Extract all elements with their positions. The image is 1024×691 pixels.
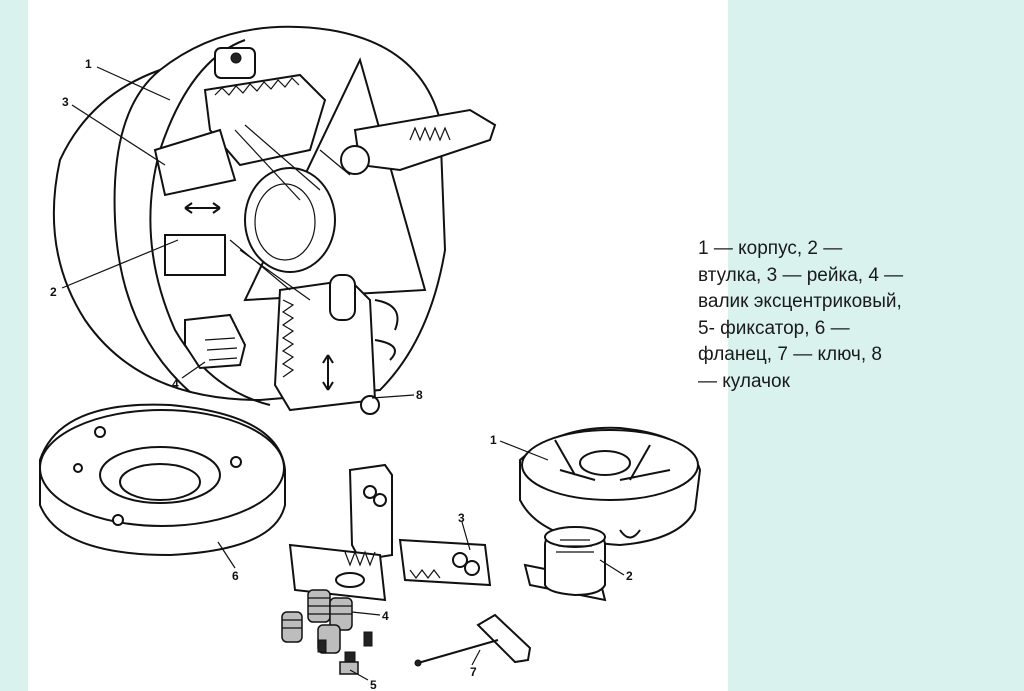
- callout-5: 5: [370, 678, 377, 691]
- flange-hole-1: [94, 426, 106, 438]
- flange-center-hole: [99, 446, 221, 504]
- callout-1-top: 1: [85, 57, 92, 71]
- body-small-bore: [579, 450, 631, 476]
- bottom-jaw-hole: [360, 395, 380, 415]
- key-tip: [414, 659, 422, 667]
- bushing-part: [523, 526, 607, 602]
- flange-center-hole-inner: [119, 463, 201, 501]
- callout-8: 8: [416, 388, 423, 402]
- rack-hole-1: [452, 552, 468, 568]
- bottom-jaw-curl-arrow: [374, 299, 399, 361]
- callout-1-right: 1: [490, 433, 497, 447]
- chuck-assembly: [52, 25, 497, 415]
- callout-3-mid: 3: [458, 511, 465, 525]
- callout-4-small: 4: [382, 609, 389, 623]
- eccentric-shaft-c: [281, 611, 303, 643]
- rack-part: [398, 538, 492, 587]
- bushing-thread: [556, 539, 594, 553]
- jaw-lower: [288, 543, 387, 602]
- right-jaw-teeth: [409, 126, 451, 142]
- key-shaft: [417, 639, 499, 664]
- left-rack-block: [153, 128, 237, 197]
- rack-hole-2: [464, 560, 480, 576]
- key-handle: [476, 613, 532, 664]
- top-jaw-teeth: [214, 77, 300, 96]
- flange-hole-2: [230, 456, 242, 468]
- chuck-body-front-edge: [149, 39, 271, 406]
- flange-part: [39, 403, 286, 557]
- callout-6: 6: [232, 569, 239, 583]
- central-bore: [244, 167, 336, 273]
- bottom-jaw-teeth: [281, 299, 295, 378]
- jaw-upright: [348, 463, 393, 562]
- fixer-d: [339, 661, 359, 675]
- leader-lines: [61, 66, 625, 681]
- rack-teeth: [409, 569, 441, 579]
- callout-2-right: 2: [626, 569, 633, 583]
- bushing-top: [544, 526, 606, 548]
- callout-7: 7: [470, 665, 477, 679]
- top-jaw: [203, 73, 327, 167]
- fixer-a: [317, 639, 327, 653]
- jaw-lower-teeth: [344, 550, 376, 567]
- eccentric-shaft: [184, 313, 247, 370]
- flange-hole-4: [73, 463, 83, 473]
- eccentric-shaft-ribs: [204, 337, 238, 361]
- chuck-body-rim: [113, 69, 191, 393]
- legend-text: 1 — корпус, 2 — втулка, 3 — рейка, 4 — в…: [698, 238, 904, 392]
- jaw-part: [288, 463, 393, 602]
- small-parts: [281, 589, 373, 675]
- body-part-small: [519, 426, 702, 547]
- callout-4-bottom: 4: [172, 377, 179, 391]
- callout-labels: 1 3 2 4 8 1 6 3 2 4 7 5: [50, 57, 633, 691]
- bottom-jaw-vertical-arrow: [322, 354, 334, 391]
- left-lower-block: [164, 234, 226, 276]
- body-small-notch: [619, 529, 641, 539]
- key-part: [414, 613, 532, 667]
- eccentric-shaft-stripes: [282, 597, 352, 629]
- right-jaw-circle: [340, 145, 370, 175]
- flange-hole-3: [112, 514, 124, 526]
- body-small-slots: [554, 439, 671, 481]
- bottom-jaw: [273, 278, 377, 412]
- jaw-upright-hole-2: [373, 493, 387, 507]
- jaw-lower-slot: [335, 572, 365, 588]
- callout-2-left: 2: [50, 285, 57, 299]
- top-screw-hole: [230, 52, 242, 64]
- jaw-upright-hole-1: [363, 485, 377, 499]
- fixer-b: [363, 631, 373, 647]
- callout-3-top: 3: [62, 95, 69, 109]
- left-rack-arrow: [184, 202, 221, 214]
- inner-linkage: [229, 124, 351, 301]
- bottom-jaw-post: [329, 274, 356, 321]
